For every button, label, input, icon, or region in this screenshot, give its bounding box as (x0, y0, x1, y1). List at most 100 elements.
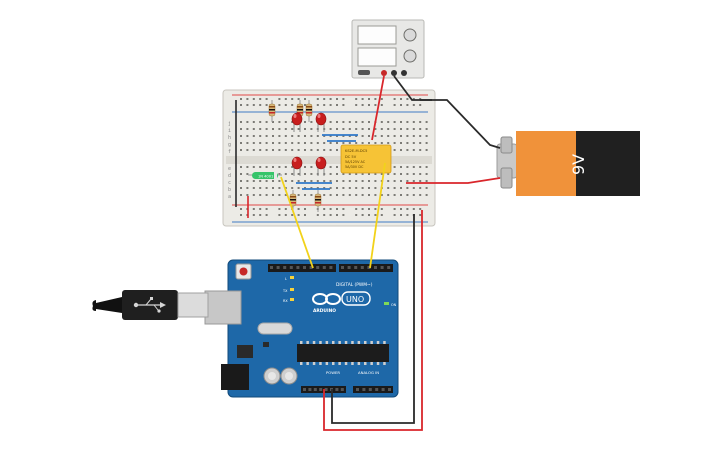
breadboard-hole (304, 173, 306, 175)
breadboard-hole (361, 187, 364, 189)
resistor-top-left[interactable] (268, 100, 276, 122)
breadboard-hole (246, 166, 249, 168)
breadboard-hole (240, 149, 242, 151)
breadboard-hole (310, 128, 313, 130)
diode[interactable]: 1N 4001 (248, 172, 282, 179)
usb-cable[interactable] (92, 290, 209, 320)
breadboard-hole (368, 194, 370, 196)
breadboard-hole (419, 208, 422, 210)
led-top-left[interactable] (291, 112, 303, 132)
chip-pin (319, 362, 322, 365)
breadboard-hole (355, 208, 358, 210)
breadboard-hole (400, 173, 402, 175)
chip-pin (306, 341, 309, 344)
breadboard-hole (252, 135, 255, 137)
breadboard-hole (374, 142, 377, 144)
breadboard-hole (374, 135, 377, 137)
breadboard-hole (368, 173, 370, 175)
resistor-bottom-right[interactable] (314, 190, 322, 212)
breadboard-hole (310, 135, 313, 137)
breadboard-hole (400, 121, 402, 123)
breadboard-hole (272, 187, 274, 189)
breadboard-hole (400, 128, 402, 130)
battery-9v[interactable]: 9V (496, 131, 640, 196)
header-pin (324, 388, 328, 391)
breadboard-hole (297, 142, 300, 144)
breadboard-hole (291, 187, 294, 189)
breadboard-hole (252, 149, 255, 151)
row-letter: b (228, 187, 231, 193)
breadboard-hole (374, 187, 377, 189)
breadboard-hole (406, 128, 409, 130)
breadboard-hole (393, 187, 396, 189)
breadboard-hole (246, 121, 249, 123)
breadboard-hole (297, 173, 300, 175)
breadboard-hole (361, 214, 364, 216)
row-letter: h (228, 135, 231, 141)
breadboard-hole (380, 135, 383, 137)
led-bottom-left[interactable] (291, 156, 303, 176)
breadboard-hole (284, 135, 287, 137)
breadboard-hole (425, 149, 428, 151)
chip-pin (383, 362, 386, 365)
relay[interactable]: KS2E-M-DC5 DC 5V 5A/125V AC 5A/30V DC (340, 144, 392, 174)
chip-pin (370, 362, 373, 365)
breadboard[interactable]: j i h g f e d c b a (222, 89, 436, 227)
breadboard-hole (380, 194, 383, 196)
breadboard-hole (368, 180, 370, 182)
arduino-uno[interactable]: DIGITAL (PWM~) TX RX L ON UNO ARDUINO (204, 259, 399, 398)
breadboard-hole (252, 98, 255, 100)
led-bottom-right[interactable] (315, 156, 327, 176)
power-supply[interactable] (351, 19, 425, 79)
breadboard-hole (425, 135, 428, 137)
led-top-right[interactable] (315, 112, 327, 132)
breadboard-hole (316, 180, 319, 182)
breadboard-hole (380, 104, 383, 106)
breadboard-hole (316, 214, 319, 216)
breadboard-hole (336, 104, 338, 106)
breadboard-hole (252, 194, 255, 196)
breadboard-hole (419, 194, 422, 196)
breadboard-hole (284, 180, 287, 182)
breadboard-hole (329, 208, 332, 210)
chip-pin (376, 362, 380, 365)
breadboard-hole (336, 135, 338, 137)
header-pin (303, 266, 306, 269)
wire-psu-positive (371, 75, 385, 141)
row-letter: f (228, 149, 231, 155)
breadboard-hole (329, 128, 332, 130)
breadboard-hole (368, 187, 370, 189)
relay-label-coil: DC 5V (345, 155, 357, 159)
breadboard-hole (380, 98, 383, 100)
resistor-bottom-left[interactable] (289, 190, 297, 212)
breadboard-hole (419, 128, 422, 130)
breadboard-hole (323, 142, 326, 144)
breadboard-hole (412, 135, 415, 137)
breadboard-hole (336, 173, 338, 175)
breadboard-hole (406, 121, 409, 123)
breadboard-hole (374, 208, 377, 210)
tx-label: TX (282, 289, 288, 293)
chip-pin (364, 362, 367, 365)
breadboard-hole (272, 142, 274, 144)
rx-label: RX (283, 299, 288, 303)
breadboard-hole (387, 142, 390, 144)
resistor-top-right[interactable] (305, 100, 313, 122)
breadboard-hole (393, 180, 396, 182)
header-pin (270, 266, 273, 269)
breadboard-hole (265, 98, 268, 100)
breadboard-hole (406, 166, 409, 168)
breadboard-hole (329, 180, 332, 182)
breadboard-hole (291, 173, 294, 175)
breadboard-hole (412, 104, 415, 106)
header-pin (375, 388, 379, 391)
header-pin (335, 388, 339, 391)
breadboard-hole (297, 135, 300, 137)
breadboard-hole (355, 128, 358, 130)
chip-pin (332, 341, 335, 344)
breadboard-hole (278, 194, 281, 196)
breadboard-hole (310, 173, 313, 175)
breadboard-hole (374, 128, 377, 130)
breadboard-hole (412, 187, 415, 189)
breadboard-hole (240, 187, 242, 189)
